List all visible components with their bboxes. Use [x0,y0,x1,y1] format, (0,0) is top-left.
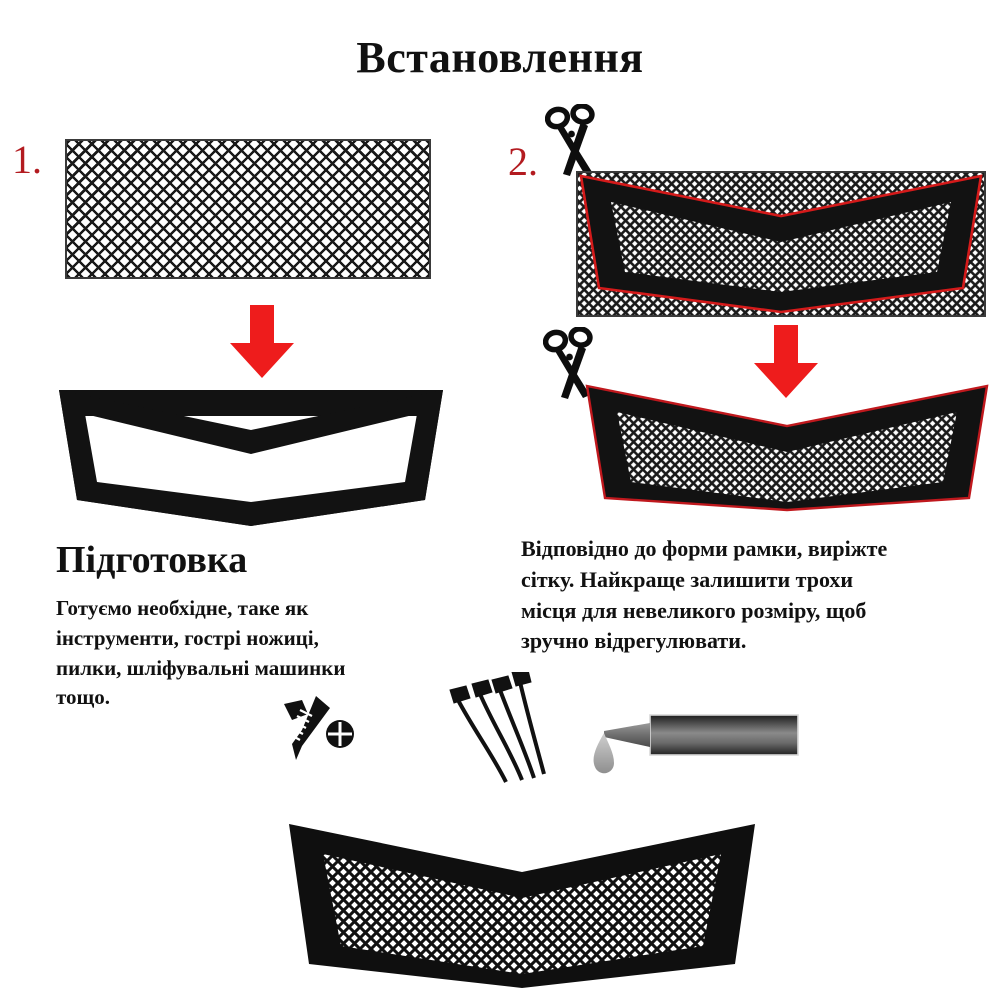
section-body-cutting: Відповідно до форми рамки, виріжте сітку… [521,534,997,657]
text-line: Відповідно до форми рамки, виріжте [521,536,888,561]
text-line: Готуємо необхідне, таке як [56,596,309,620]
step-number-1: 1. [12,137,42,182]
grille-cut-result-illustration [583,382,991,517]
section-heading-preparation: Підготовка [56,539,248,581]
text-line: зручно відрегулювати. [521,628,747,654]
text-line: сітку. Найкраще залишити трохи [521,566,854,592]
grille-with-cut-line-illustration [575,170,987,323]
scissors-icon [542,326,599,404]
text-line: тощо. [56,685,111,710]
down-arrow-icon [228,305,296,384]
mesh-sheet-illustration [65,139,431,279]
page-title: Встановлення [356,33,644,82]
scissors-icon [544,103,601,181]
assembled-grille-illustration [283,806,761,997]
text-line: інструменти, гострі ножиці, [56,625,319,650]
down-arrow-icon [752,325,820,404]
section-body-preparation: Готуємо необхідне, таке як інструменти, … [56,594,456,713]
grille-frame-outline-illustration [55,386,447,537]
text-line: місця для невеликого розміру, щоб [521,597,867,623]
step-number-2: 2. [508,139,538,184]
zip-ties-icon [440,669,550,793]
text-line: пилки, шліфувальні машинки [56,655,346,680]
glue-tube-icon [588,703,800,784]
screws-icon [272,690,364,773]
